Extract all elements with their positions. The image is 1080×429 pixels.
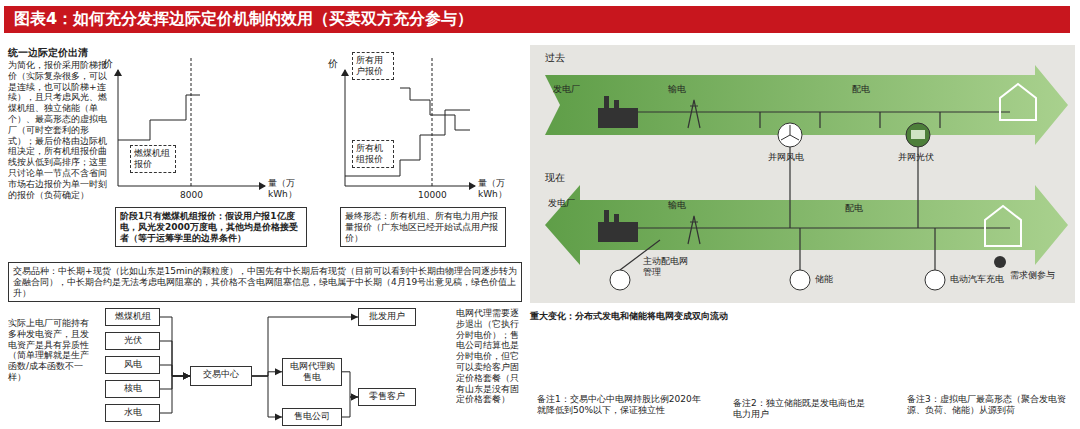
node-text: 交易品种：中长期+现货（比如山东是15min的颗粒度），中国先有中长期后有现货（… — [13, 266, 517, 298]
node-text: 燃煤机组 — [109, 311, 156, 322]
node-text: 光伏 — [109, 335, 156, 346]
axis-label: 价 — [103, 58, 113, 70]
generator-box: 燃煤机组 — [105, 308, 160, 326]
photo-ground — [530, 45, 1075, 303]
node-text: 所有用户报价 — [356, 55, 390, 77]
title-text: 图表4：如何充分发挥边际定价机制的效用（买卖双方充分参与） — [14, 9, 473, 30]
axis-label: 量（万kWh） — [268, 178, 308, 200]
present-arrow — [545, 185, 1068, 265]
supply-step — [345, 110, 470, 176]
axis-label: 价 — [328, 58, 338, 70]
note-text: 为简化，报价采用阶梯报价（实际复杂很多，可以是连续，也可以阶梯+连续），且只考虑… — [8, 60, 112, 200]
supply-step — [118, 95, 200, 140]
tick-label: 8000 — [180, 190, 203, 201]
caption-text: 重大变化：分布式发电和储能将电网变成双向流动 — [530, 311, 728, 322]
house-icon — [985, 84, 1036, 246]
generator-box: 风电 — [105, 356, 160, 374]
node-text: 核电 — [109, 383, 156, 394]
node-text: 风电 — [109, 359, 156, 370]
generator-box: 水电 — [105, 404, 160, 422]
chart-axes — [118, 70, 475, 186]
photo-label: 输电 — [668, 84, 686, 95]
stage-caption-box: 最终形态：所有机组、所有电力用户报量报价（广东地区已经开始试点用户报价） — [340, 207, 506, 247]
connector — [160, 365, 190, 376]
photo-label: 发电厂 — [553, 84, 580, 95]
photo-label: 配电 — [845, 203, 863, 214]
tick-label: 10000 — [418, 190, 447, 201]
connector — [160, 341, 190, 376]
connector — [160, 376, 190, 413]
axis-label: 量（万kWh） — [478, 178, 518, 200]
stage-caption-box: 阶段1只有燃煤机组报价：假设用户报1亿度电，风光发2000万度电，其他均是价格接… — [115, 207, 307, 247]
node-text: 阶段1只有燃煤机组报价：假设用户报1亿度电，风光发2000万度电，其他均是价格接… — [120, 211, 302, 243]
note-text: 备注2：独立储能既是发电商也是电力用户 — [733, 398, 873, 420]
note-text: 备注3：虚拟电厂最高形态（聚合发电资源、负荷、储能）从源到荷 — [907, 394, 1075, 416]
bid-box: 燃煤机组报价 — [130, 145, 176, 173]
photo-label: 电动汽车充电 — [950, 274, 1004, 285]
exchange-box: 交易中心 — [190, 366, 252, 386]
node-text: 批发用户 — [362, 311, 412, 322]
generator-box: 核电 — [105, 380, 160, 398]
connector — [252, 376, 282, 417]
note-box: 交易品种：中长期+现货（比如山东是15min的颗粒度），中国先有中长期后有现货（… — [8, 262, 522, 302]
past-arrow — [545, 65, 1068, 145]
node-text: 售电公司 — [286, 411, 338, 422]
photo-label: 主动配电网管理 — [643, 256, 695, 278]
note-text: 电网代理需要逐步退出（它执行分时电价）；售电公司结算也是分时电价，但它可以卖给客… — [456, 308, 526, 405]
photo-label: 并网光伏 — [898, 152, 934, 163]
photo-label: 储能 — [815, 274, 833, 285]
node-text: 水电 — [109, 407, 156, 418]
node-text: 电网代理购售电 — [286, 361, 338, 383]
bid-box: 所有机组报价 — [352, 140, 394, 168]
photo-label: 需求侧参与 — [1010, 270, 1060, 281]
process-box: 电网代理购售电 — [282, 358, 342, 386]
customer-box: 零售客户 — [358, 388, 416, 406]
node-text: 交易中心 — [194, 369, 248, 380]
node-text: 零售客户 — [362, 391, 412, 402]
generator-box: 光伏 — [105, 332, 160, 350]
photo-label: 并网风电 — [768, 152, 804, 163]
heading-text: 统一边际定价出清 — [8, 47, 112, 58]
connector — [160, 317, 190, 376]
process-box: 售电公司 — [282, 408, 342, 426]
bid-box: 所有用户报价 — [352, 52, 394, 80]
node-text: 所有机组报价 — [356, 143, 390, 165]
connector — [252, 372, 282, 376]
note-text: 实际上电厂可能持有多种发电资产，且发电资产是具有异质性（简单理解就是生产函数/成… — [8, 318, 96, 383]
customer-box: 批发用户 — [358, 308, 416, 326]
connector — [342, 372, 358, 397]
power-plant-icon — [598, 96, 638, 242]
wires — [620, 100, 1010, 270]
note-text: 备注1：交易中心中电网持股比例2020年就降低到50%以下，保证独立性 — [537, 394, 709, 416]
photo-label: 输电 — [668, 200, 686, 211]
clearing-line — [432, 58, 433, 186]
demand-line — [191, 58, 192, 186]
connector — [160, 376, 190, 389]
node-text: 燃煤机组报价 — [134, 148, 172, 170]
photo-label: 发电厂 — [548, 198, 575, 209]
photo-label: 现在 — [545, 172, 565, 184]
photo-label: 过去 — [545, 52, 565, 64]
photo-label: 配电 — [852, 84, 870, 95]
connector — [342, 397, 358, 417]
node-text: 最终形态：所有机组、所有电力用户报量报价（广东地区已经开始试点用户报价） — [345, 211, 501, 243]
demand-step — [400, 88, 470, 130]
der-icons — [610, 123, 1006, 290]
